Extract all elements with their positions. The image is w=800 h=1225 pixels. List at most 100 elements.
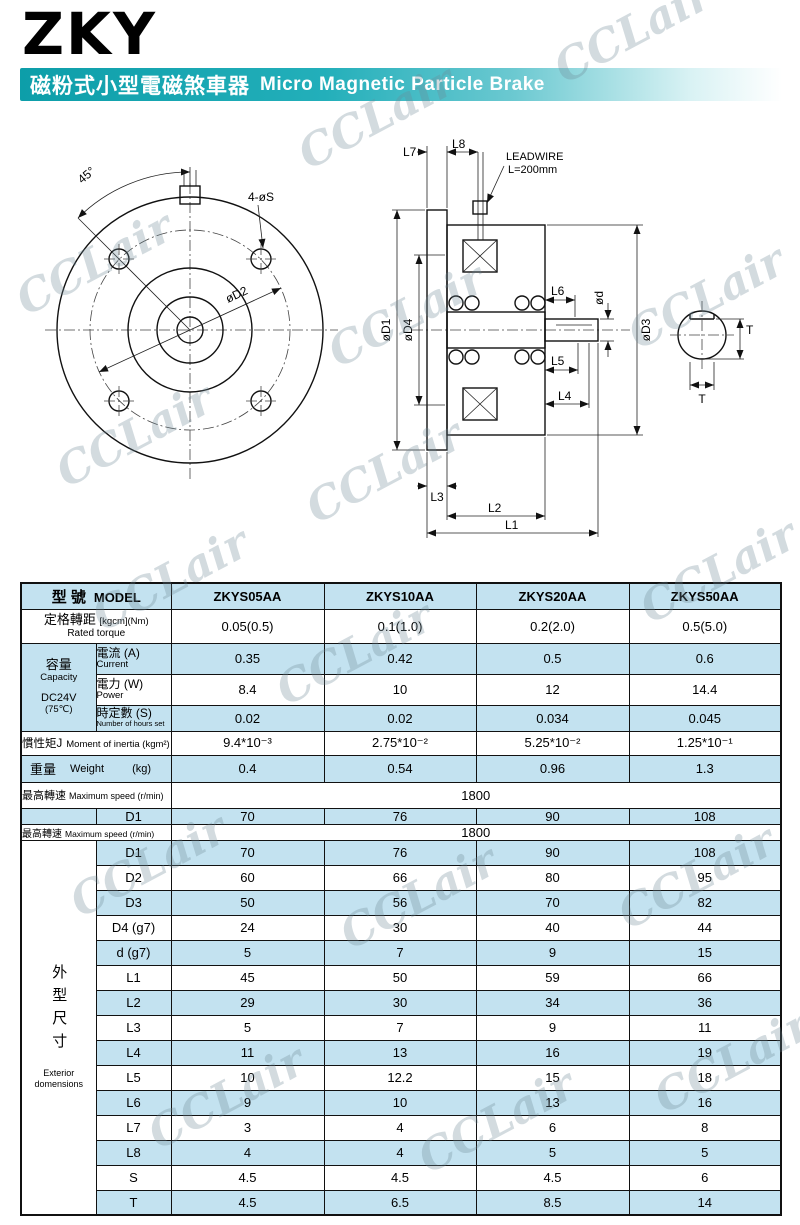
dim-label: L7 — [95, 1114, 172, 1141]
dim-value: 8.5 — [475, 1189, 630, 1216]
value-cell: 12 — [475, 673, 630, 706]
value-cell: 8.4 — [170, 673, 325, 706]
weight-label-cn: 重量 — [30, 762, 57, 777]
dim-label: T — [95, 1189, 172, 1216]
dim-value: 60 — [170, 864, 325, 891]
max-speed-value: 1800 — [170, 781, 782, 809]
dim-label: S — [95, 1164, 172, 1191]
l7-label: L7 — [403, 145, 417, 159]
value-cell: 0.42 — [323, 642, 477, 675]
value-cell: 2.75*10⁻² — [323, 730, 477, 756]
dim-value: 34 — [475, 989, 630, 1016]
max-speed-label-en: Maximum speed (r/min) — [69, 791, 164, 801]
model-label-en: MODEL — [93, 589, 141, 605]
dim-row: T 4.5 6.5 8.5 14 — [21, 1189, 782, 1216]
time-constant-row: 時定數 (S)Number of hours set 0.02 0.02 0.0… — [21, 704, 782, 732]
l5-label: L5 — [551, 354, 565, 368]
l3-label: L3 — [430, 490, 444, 504]
l6-label: L6 — [551, 284, 565, 298]
max-speed-label-cn: 最高轉速 — [22, 828, 62, 840]
dim-value: 9 — [475, 1014, 630, 1041]
max-speed-label-en: Maximum speed (r/min) — [65, 828, 155, 839]
l8-label: L8 — [452, 137, 466, 151]
dim-value: 3 — [170, 1114, 325, 1141]
dim-value: 9 — [475, 939, 630, 966]
dim-row: D2 60 66 80 95 — [21, 864, 782, 891]
dim-value: 6 — [475, 1114, 630, 1141]
leadwire — [472, 152, 488, 240]
dim-value: 16 — [628, 1089, 782, 1116]
dim-value: 50 — [170, 889, 325, 916]
dim-value: 10 — [170, 1064, 325, 1091]
dim-label: D1 — [95, 807, 172, 825]
value-cell: 0.96 — [475, 754, 630, 783]
power-label-en: Power — [96, 689, 124, 701]
dim-value: 5 — [475, 1139, 630, 1166]
value-cell: 1.25*10⁻¹ — [628, 730, 782, 756]
t-side-label: T — [746, 323, 754, 337]
dim-value: 70 — [170, 839, 325, 866]
leadwire-length-label: L=200mm — [508, 164, 557, 176]
time-constant-label-cn: 時定數 (S) — [96, 706, 152, 721]
dim-value: 66 — [323, 864, 477, 891]
inertia-label-cn: 慣性矩J — [22, 738, 63, 750]
dim-value: 4 — [323, 1114, 477, 1141]
time-constant-label: 時定數 (S)Number of hours set — [95, 704, 172, 732]
value-cell: 0.5(5.0) — [628, 608, 782, 644]
weight-label-unit: (kg) — [132, 762, 152, 775]
shaft — [544, 318, 599, 342]
top-connector — [179, 167, 201, 205]
bolt-holes — [104, 244, 276, 416]
dim-value: 15 — [475, 1064, 630, 1091]
dim-row: d (g7) 5 7 9 15 — [21, 939, 782, 966]
power-label-cn: 電力 (W) — [96, 676, 144, 691]
d1-dim-label: øD1 — [379, 318, 393, 341]
capacity-label-cn: 容量 — [45, 657, 72, 673]
current-label-cn: 電流 (A) — [96, 645, 140, 660]
inertia-label-en: Moment of inertia (kgm²) — [66, 739, 170, 750]
model-name: ZKYS10AA — [323, 582, 477, 610]
value-cell: 0.54 — [323, 754, 477, 783]
dim-value: 18 — [628, 1064, 782, 1091]
torque-label-cn: 定格轉距 — [43, 612, 96, 628]
value-cell: 0.02 — [323, 704, 477, 732]
banner-title-en: Micro Magnetic Particle Brake — [260, 73, 545, 95]
dim-value: 56 — [323, 889, 477, 916]
dim-value: 12.2 — [323, 1064, 477, 1091]
l2-label: L2 — [488, 501, 502, 515]
l4-label: L4 — [558, 389, 572, 403]
model-name: ZKYS50AA — [628, 582, 782, 610]
dims-label-cn: 外型尺寸 — [50, 964, 68, 1056]
dim-value: 59 — [475, 964, 630, 991]
dim-row: S 4.5 4.5 4.5 6 — [21, 1164, 782, 1191]
dim-value: 4 — [170, 1139, 325, 1166]
t-bottom-label: T — [698, 392, 706, 406]
dim-row: L7 3 4 6 8 — [21, 1114, 782, 1141]
value-cell: 0.05(0.5) — [170, 608, 325, 644]
dim-value: 15 — [628, 939, 782, 966]
dim-value: 4.5 — [170, 1189, 325, 1216]
dim-value: 4.5 — [170, 1164, 325, 1191]
dim-value: 5 — [170, 939, 325, 966]
value-cell: 0.5 — [475, 642, 630, 675]
weight-label-en: Weight — [70, 762, 105, 775]
capacity-label-en: Capacity — [40, 672, 78, 684]
value-cell: 0.4 — [170, 754, 325, 783]
value-cell: 0.2(2.0) — [475, 608, 630, 644]
dim-value: 90 — [475, 839, 630, 866]
brand-logo: ZKY — [22, 0, 157, 68]
dims-label-en1: Exterior — [43, 1068, 75, 1078]
value-cell: 0.6 — [628, 642, 782, 675]
dim-value: 50 — [323, 964, 477, 991]
dim-value: 76 — [323, 839, 477, 866]
